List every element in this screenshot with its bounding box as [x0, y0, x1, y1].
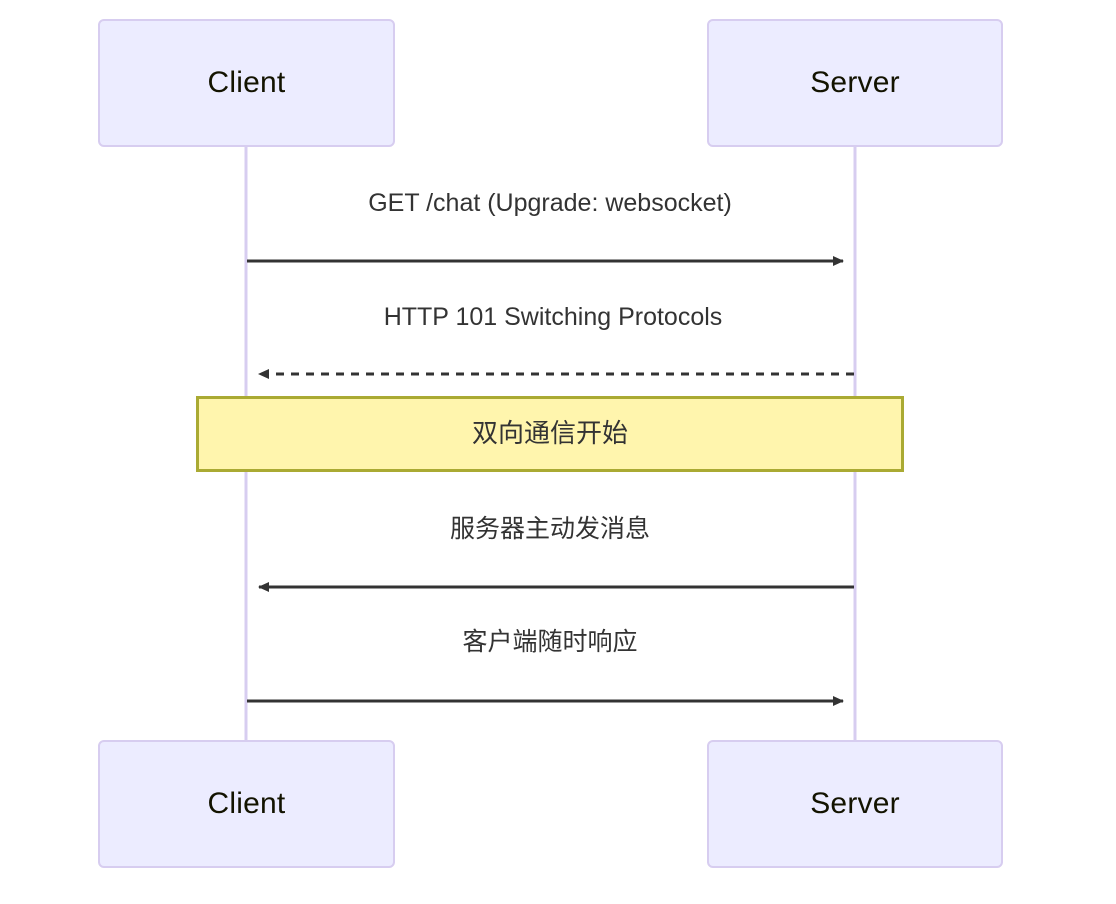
note-bidirectional-communication[interactable]: 双向通信开始: [196, 396, 904, 472]
actor-label-server-top: Server: [810, 66, 900, 99]
actor-box-client-top[interactable]: Client: [98, 19, 395, 147]
message-label-4: 客户端随时响应: [462, 627, 638, 656]
message-label-1: GET /chat (Upgrade: websocket): [368, 189, 732, 217]
actor-box-client-bottom[interactable]: Client: [98, 740, 395, 868]
actor-label-server-bottom: Server: [810, 787, 900, 820]
message-label-3: 服务器主动发消息: [449, 514, 651, 543]
actor-box-server-top[interactable]: Server: [707, 19, 1003, 147]
actor-box-server-bottom[interactable]: Server: [707, 740, 1003, 868]
note-label: 双向通信开始: [471, 419, 628, 449]
actor-label-client-top: Client: [207, 66, 286, 99]
actor-label-client-bottom: Client: [207, 787, 286, 820]
message-label-2: HTTP 101 Switching Protocols: [383, 303, 723, 331]
